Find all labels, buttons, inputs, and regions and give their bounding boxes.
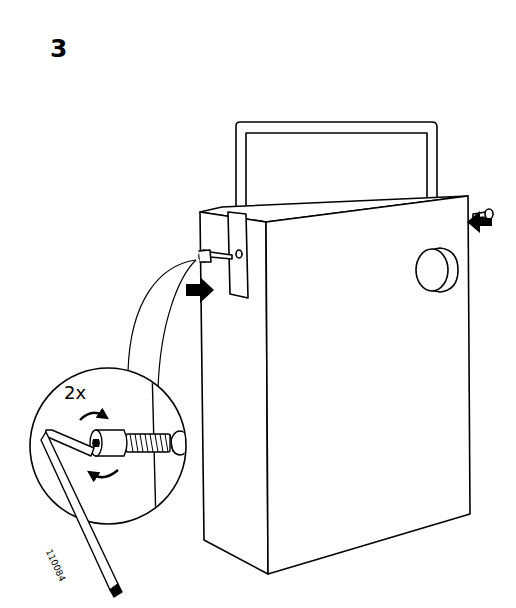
thread-line	[130, 434, 133, 452]
thread-line	[135, 434, 138, 452]
step-number: 3	[50, 36, 67, 61]
quantity-label: 2x	[64, 384, 86, 402]
push-arrow	[186, 277, 214, 303]
screw	[199, 250, 232, 262]
thread-line	[140, 434, 143, 452]
part-number: 110084	[44, 548, 67, 583]
detail-leader	[128, 260, 196, 372]
hole	[171, 431, 189, 455]
rotation-arrow	[92, 470, 118, 477]
allen-key	[41, 430, 122, 597]
thread-line	[150, 434, 153, 452]
thread	[126, 434, 170, 452]
detail-leader	[158, 260, 196, 390]
push-arrow	[467, 211, 492, 233]
thread-line	[165, 434, 168, 452]
front-face	[266, 196, 470, 574]
thread-line	[160, 434, 163, 452]
thread-line	[155, 434, 158, 452]
detail-view	[30, 368, 189, 524]
knob	[416, 249, 448, 291]
screw-hole	[236, 250, 242, 258]
thread-line	[145, 434, 148, 452]
rotation-arrow	[80, 413, 104, 420]
thread-line	[170, 434, 173, 452]
side-face	[200, 212, 268, 574]
